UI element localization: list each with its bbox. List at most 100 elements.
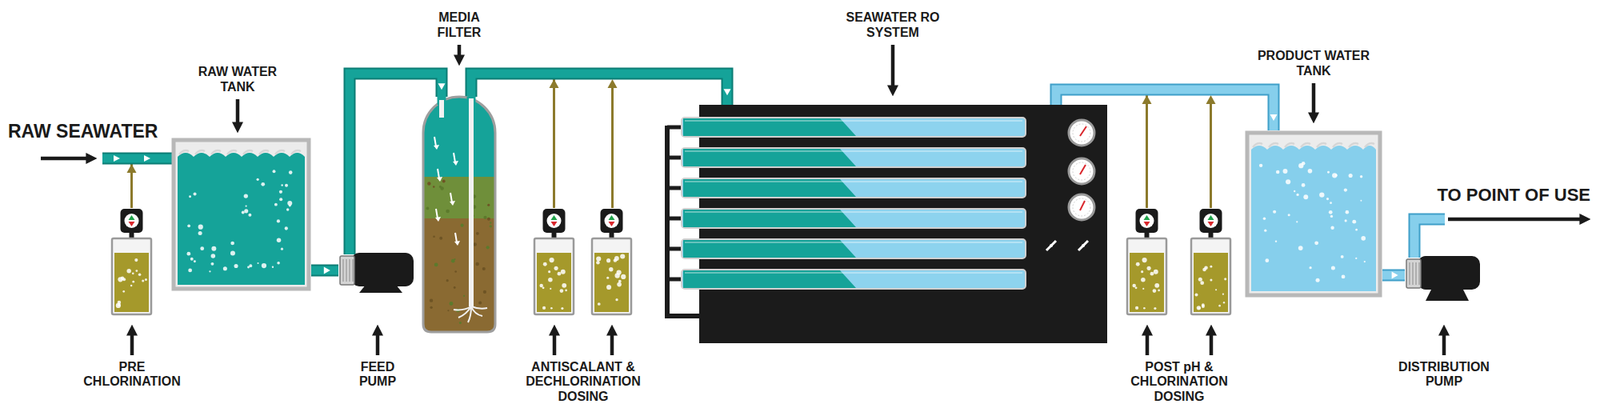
bubble	[1332, 172, 1337, 178]
valve-stem	[1081, 244, 1085, 248]
bubble	[272, 266, 274, 268]
valve-handle	[1078, 240, 1088, 251]
dosing-head	[549, 79, 560, 88]
outlet-pipe	[1414, 219, 1445, 258]
up-indicator	[1144, 215, 1151, 220]
pipe-connector	[471, 73, 732, 105]
bubble	[138, 272, 142, 276]
down-indicator	[1208, 221, 1215, 227]
flow-arrow	[324, 267, 331, 275]
bubble	[288, 170, 293, 175]
underdrain	[471, 306, 488, 309]
bubble	[141, 280, 144, 283]
bubble	[1344, 219, 1348, 222]
dosing-node: PRE CHLORINATION	[110, 206, 153, 316]
node-shape	[171, 137, 312, 292]
bubble	[1360, 200, 1362, 202]
pointer-arrow	[457, 44, 462, 60]
node-shape	[1404, 254, 1482, 301]
flange-ridge	[1409, 262, 1411, 285]
dosing-head	[1142, 95, 1152, 104]
bubble	[1327, 171, 1330, 174]
wave-crest	[1252, 143, 1263, 148]
bubble	[1135, 306, 1139, 310]
pump-dial	[547, 213, 562, 228]
bubble	[1143, 307, 1146, 310]
bubble	[614, 256, 620, 261]
bubble	[1136, 262, 1140, 267]
flow-arrow	[113, 155, 120, 162]
flow-arrow	[438, 83, 446, 90]
bubble	[1319, 192, 1324, 197]
bubble	[1352, 220, 1356, 224]
valve-handle	[1046, 240, 1056, 251]
bubble	[135, 269, 138, 272]
gauge-scale	[1072, 162, 1091, 180]
bubble	[1222, 293, 1224, 296]
bubble	[549, 288, 552, 290]
component-label: POST pH & CHLORINATION DOSING	[1119, 360, 1240, 404]
flange-ridge	[1412, 262, 1414, 285]
bubble	[1275, 240, 1277, 242]
bubble	[1140, 277, 1146, 283]
dosing-pump-head	[543, 208, 566, 233]
bubble	[1264, 229, 1267, 232]
bubble	[1348, 173, 1353, 178]
bubble	[193, 260, 196, 263]
grain	[478, 300, 482, 304]
pipe-core	[1382, 271, 1405, 280]
wave-crest	[243, 150, 253, 155]
inlet-pipe-core	[102, 154, 180, 164]
flow-head	[454, 240, 460, 246]
vessel-highlight	[684, 120, 1023, 122]
grain	[429, 306, 432, 309]
grain	[429, 298, 433, 302]
wave-crest	[275, 150, 285, 155]
node-shape	[1124, 206, 1235, 316]
bubble	[256, 178, 260, 181]
pointer-arrow	[376, 331, 380, 356]
bubble	[1218, 304, 1221, 308]
bubble	[244, 208, 248, 213]
grain	[453, 286, 456, 289]
chemical	[114, 252, 149, 312]
bubble	[256, 262, 259, 264]
bubble	[1360, 175, 1363, 178]
up-indicator	[608, 215, 616, 220]
node-shape	[338, 251, 416, 293]
bubble	[122, 290, 125, 293]
membrane-vessel	[681, 117, 1026, 137]
flow-head	[449, 200, 456, 206]
bubble	[186, 252, 191, 256]
grain	[487, 204, 490, 207]
wave-crest	[259, 150, 269, 155]
dosing-line	[1209, 102, 1212, 208]
flow-head	[435, 216, 441, 222]
pointer-arrow	[40, 156, 91, 161]
chemical-tank	[112, 238, 152, 315]
bubble	[1360, 236, 1366, 241]
bubble	[1316, 278, 1320, 283]
grain	[445, 209, 450, 214]
node-shape	[1244, 130, 1383, 298]
bubble	[272, 169, 276, 173]
bubble	[1215, 288, 1217, 291]
pointer-arrow	[552, 331, 557, 356]
bubble	[606, 276, 609, 280]
component-label: DISTRIBUTION PUMP	[1392, 360, 1496, 390]
bubble	[1153, 307, 1156, 310]
pointer-arrow	[610, 331, 615, 356]
bubble	[1259, 164, 1263, 168]
bubble	[198, 231, 203, 236]
grain	[432, 235, 436, 238]
pipe-core	[471, 73, 728, 105]
flow-head	[436, 176, 443, 182]
bubble	[1198, 277, 1203, 282]
bubble	[1209, 278, 1212, 281]
bubble	[117, 304, 120, 307]
bubble	[1147, 266, 1152, 271]
pump-node: FEED PUMP	[338, 251, 416, 293]
membrane-vessel	[681, 269, 1026, 289]
bubble	[620, 253, 625, 259]
